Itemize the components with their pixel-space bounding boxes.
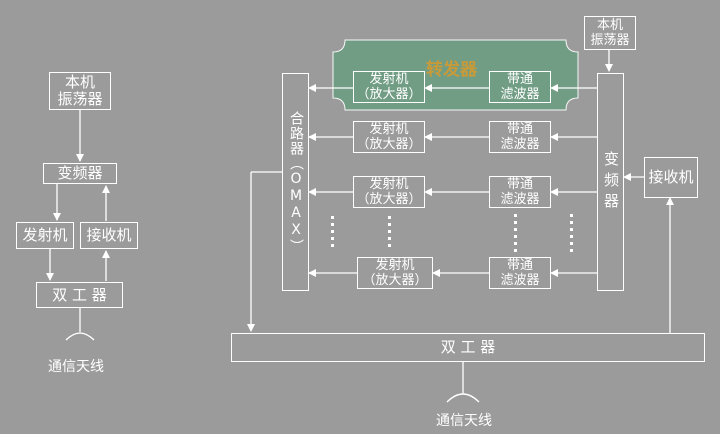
- left-oscillator-box: 本机 振荡器: [49, 72, 111, 110]
- right-receiver-box: 接收机: [644, 157, 698, 198]
- filter-box-3: 带通 滤波器: [489, 176, 551, 208]
- left-converter-box: 变频器: [43, 163, 117, 184]
- right-duplexer-box: 双 工 器: [231, 333, 705, 362]
- combiner-box: 合路器（OMAX）: [282, 73, 309, 291]
- left-transmitter-box: 发射机: [16, 222, 74, 249]
- left-duplexer-box: 双 工 器: [36, 282, 123, 308]
- ellipsis-dots-combiner: [331, 216, 335, 251]
- amp-box-2: 发射机 （放大器）: [353, 121, 425, 153]
- right-antenna-label: 通信天线: [436, 413, 492, 429]
- filter-box-4: 带通 滤波器: [489, 257, 551, 289]
- filter-box-2: 带通 滤波器: [489, 121, 551, 153]
- filter-box-1: 带通 滤波器: [489, 71, 551, 103]
- ellipsis-dots-converter: [570, 214, 574, 256]
- repeater-label: 转发器: [426, 60, 477, 80]
- amp-box-1: 发射机 （放大器）: [353, 71, 425, 103]
- amp-box-4: 发射机 （放大器）: [357, 257, 433, 289]
- ellipsis-dots-amp: [388, 216, 392, 251]
- left-antenna-label: 通信天线: [48, 359, 104, 375]
- left-receiver-box: 接收机: [80, 222, 138, 249]
- ellipsis-dots-filter: [514, 214, 518, 256]
- right-converter-box: 变频器: [597, 73, 624, 291]
- amp-box-3: 发射机 （放大器）: [353, 176, 425, 208]
- repeater-highlight: [332, 39, 579, 111]
- right-oscillator-box: 本机 振荡器: [584, 16, 636, 50]
